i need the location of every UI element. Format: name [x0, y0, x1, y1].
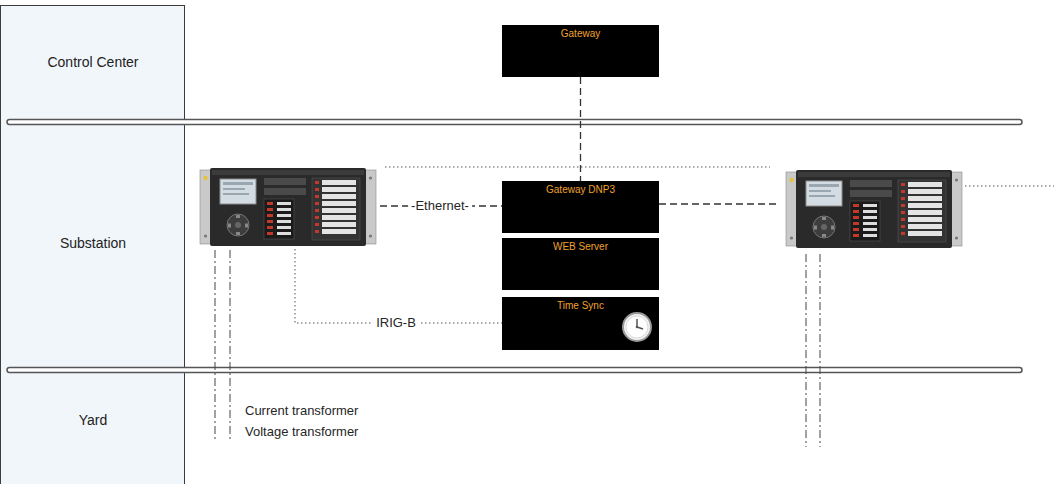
- zone-label: Yard: [79, 412, 108, 428]
- box-title: Gateway DNP3: [508, 184, 653, 196]
- zone-panel: [1, 6, 185, 484]
- device-box: Gateway DNP3: [502, 181, 659, 233]
- wire-label: Voltage transformer: [245, 424, 358, 440]
- wire-label: Current transformer: [245, 403, 358, 419]
- link-label: -Ethernet-: [408, 198, 472, 214]
- protection-relay: [200, 168, 376, 246]
- ethernet-line: [659, 203, 779, 204]
- zone-separator: [7, 368, 1022, 373]
- network-line: [965, 186, 1054, 187]
- transformer-wire: [215, 250, 216, 442]
- network-line: [385, 167, 770, 168]
- transformer-wire: [820, 254, 821, 447]
- device-box: Gateway: [502, 25, 659, 77]
- transformer-wire: [230, 250, 231, 442]
- clock-icon: [623, 313, 651, 341]
- box-title: Gateway: [508, 28, 653, 40]
- box-title: WEB Server: [508, 241, 653, 253]
- zone-separator: [7, 120, 1022, 125]
- zone-label: Substation: [60, 235, 126, 251]
- box-title: Time Sync: [508, 300, 653, 312]
- protection-relay: [786, 170, 962, 248]
- zone-label: Control Center: [47, 54, 138, 70]
- device-box: Time Sync: [502, 297, 659, 350]
- link-label: IRIG-B: [373, 315, 419, 331]
- device-box: WEB Server: [502, 238, 659, 290]
- irig-b-line: [295, 249, 502, 323]
- transformer-wire: [806, 254, 807, 447]
- network-link: [580, 77, 581, 181]
